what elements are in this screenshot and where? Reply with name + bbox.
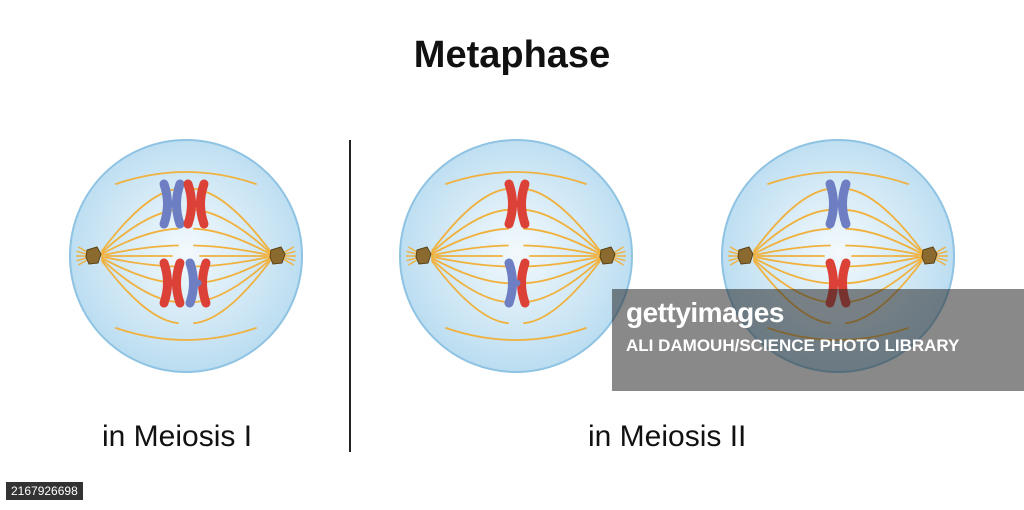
watermark-logo: gettyimages: [626, 297, 784, 328]
chromosome-pair-bottom-left: [159, 258, 185, 308]
caption-meiosis-ii: in Meiosis II: [588, 420, 747, 453]
centrosome: [269, 246, 286, 265]
chromosome-pair-top-left: [159, 179, 185, 229]
spindle-fibers: [101, 171, 271, 341]
centrosome: [737, 246, 754, 265]
chromosome-pair-bottom-right: [185, 258, 211, 308]
chromosome-top: [504, 179, 530, 229]
cell-membrane: [69, 139, 303, 373]
chromosome-bottom: [504, 258, 530, 308]
panel-divider: [349, 140, 351, 452]
watermark-overlay: gettyimages ALI DAMOUH/SCIENCE PHOTO LIB…: [612, 289, 1024, 391]
page-title: Metaphase: [413, 34, 611, 76]
centrosome: [85, 246, 102, 265]
centrosome: [415, 246, 432, 265]
watermark-credit: ALI DAMOUH/SCIENCE PHOTO LIBRARY: [626, 336, 960, 355]
cell-membrane: [399, 139, 633, 373]
caption-meiosis-i: in Meiosis I: [102, 420, 253, 453]
cell-meiosis-ii-left: [399, 139, 633, 373]
chromosome-pair-top-right: [183, 179, 209, 229]
image-id-badge: 2167926698: [6, 482, 83, 500]
spindle-fibers: [431, 171, 601, 341]
centrosome: [599, 246, 616, 265]
chromosome-top: [825, 179, 851, 229]
centrosome: [921, 246, 938, 265]
cell-meiosis-i: [69, 139, 303, 373]
